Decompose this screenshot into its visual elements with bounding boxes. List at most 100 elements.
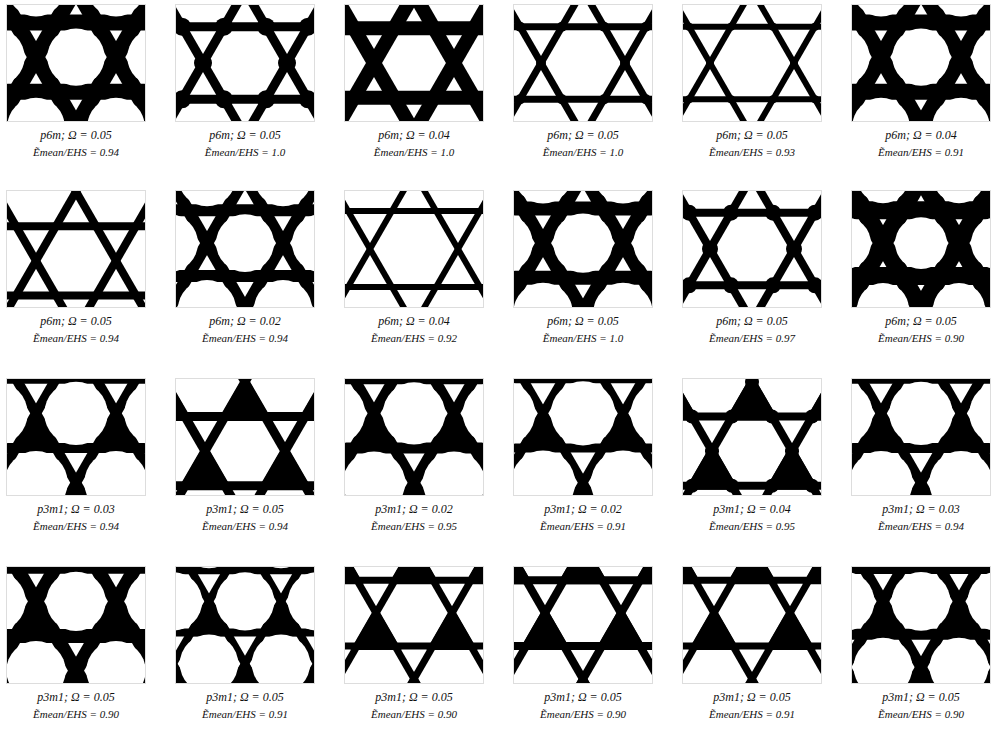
joint-disk — [455, 246, 461, 252]
joint-disk — [299, 18, 315, 36]
round-hole — [7, 98, 64, 122]
lattice-bar — [175, 378, 235, 496]
joint-disk — [811, 95, 819, 103]
round-hole — [513, 213, 533, 272]
lattice-bar — [682, 4, 822, 122]
lattice-bar — [203, 4, 316, 122]
round-hole — [933, 283, 985, 308]
cell-border — [683, 5, 822, 122]
lattice-bar — [513, 4, 653, 122]
unit-cell — [0, 30, 666, 731]
lattice-bar — [773, 190, 823, 308]
lattice-bar — [175, 4, 315, 122]
joint-disk — [92, 222, 100, 230]
round-hole — [383, 382, 445, 444]
lattice-bar — [682, 378, 822, 496]
lattice-bar — [344, 190, 484, 308]
lattice-bar — [513, 271, 653, 285]
lattice-bar — [344, 4, 484, 122]
joint-disk — [92, 291, 100, 299]
round-hole — [86, 641, 145, 684]
symmetry-label: p6m; Ω = 0.05 — [716, 128, 787, 143]
lattice-bar — [682, 96, 822, 102]
joint-disk — [433, 208, 439, 214]
round-hole — [895, 217, 947, 269]
symmetry-label: p3m1; Ω = 0.05 — [375, 690, 452, 705]
lattice-bar — [344, 21, 484, 35]
lattice-bar — [513, 4, 653, 122]
cell-border — [7, 379, 146, 496]
lattice-bar — [513, 4, 653, 122]
round-hole — [971, 217, 991, 269]
joint-disk — [536, 58, 546, 68]
lattice-bar — [762, 378, 822, 496]
lattice-bar — [175, 4, 315, 122]
round-hole — [513, 190, 572, 203]
lattice-bar — [682, 378, 822, 496]
cell-border — [683, 567, 822, 684]
round-hole — [513, 283, 572, 308]
lattice-bar — [513, 190, 653, 308]
lattice-bar — [682, 378, 822, 496]
lattice-bar — [682, 4, 822, 122]
unit-cell — [143, 0, 997, 609]
symmetry-label: p3m1; Ω = 0.05 — [206, 690, 283, 705]
cell-border — [345, 5, 484, 122]
joint-disk — [727, 95, 735, 103]
lattice-bar — [513, 4, 653, 122]
lattice-bar — [682, 566, 810, 684]
round-hole — [968, 572, 991, 631]
stiffness-ratio: Ẽmean/EHS = 0.90 — [371, 708, 457, 720]
round-hole — [87, 4, 144, 16]
stiffness-ratio: Ẽmean/EHS = 0.94 — [878, 520, 964, 532]
joint-disk — [807, 277, 822, 293]
stiffness-ratio: Ẽmean/EHS = 0.95 — [709, 520, 795, 532]
lattice-bar — [203, 4, 316, 122]
lattice-bar — [513, 576, 653, 584]
lattice-bar — [175, 190, 315, 308]
round-hole — [216, 214, 274, 272]
lattice-bar — [6, 190, 146, 308]
solid-triangle — [682, 671, 702, 684]
lattice-bar — [344, 566, 484, 684]
lattice-bar — [175, 4, 315, 122]
lattice-bar — [175, 566, 310, 684]
lattice-bar — [682, 190, 822, 308]
cell-border — [7, 5, 146, 122]
lattice-bar — [344, 566, 484, 684]
lattice-bar — [175, 190, 315, 308]
stiffness-ratio: Ẽmean/EHS = 1.0 — [543, 332, 623, 344]
round-hole — [47, 28, 104, 85]
lattice-bar — [175, 566, 315, 684]
lattice-bar — [6, 629, 146, 643]
lattice-bar — [175, 378, 295, 496]
round-hole — [972, 28, 991, 85]
lattice-bar — [6, 4, 146, 122]
joint-disk — [477, 284, 483, 290]
joint-disk — [725, 410, 739, 424]
lattice-bar — [682, 566, 822, 684]
stiffness-ratio: Ẽmean/EHS = 0.94 — [202, 332, 288, 344]
round-hole — [6, 572, 26, 631]
lattice-bar — [682, 378, 742, 496]
lattice-bar — [851, 4, 991, 122]
round-hole — [852, 98, 909, 122]
round-hole — [851, 572, 874, 631]
round-hole — [87, 98, 144, 122]
joint-disk — [132, 222, 140, 230]
joint-disk — [685, 479, 699, 493]
stiffness-ratio: Ẽmean/EHS = 0.94 — [33, 146, 119, 158]
joint-disk — [557, 22, 567, 32]
cell-border — [514, 567, 653, 684]
lattice-bar — [851, 566, 991, 684]
lattice-bar — [344, 190, 383, 308]
unit-cell — [182, 53, 997, 731]
joint-disk — [811, 23, 819, 31]
joint-disk — [769, 95, 777, 103]
joint-disk — [807, 205, 822, 221]
lattice-bar — [762, 378, 822, 496]
lattice-bar — [513, 566, 527, 684]
symmetry-label: p6m; Ω = 0.05 — [209, 128, 280, 143]
